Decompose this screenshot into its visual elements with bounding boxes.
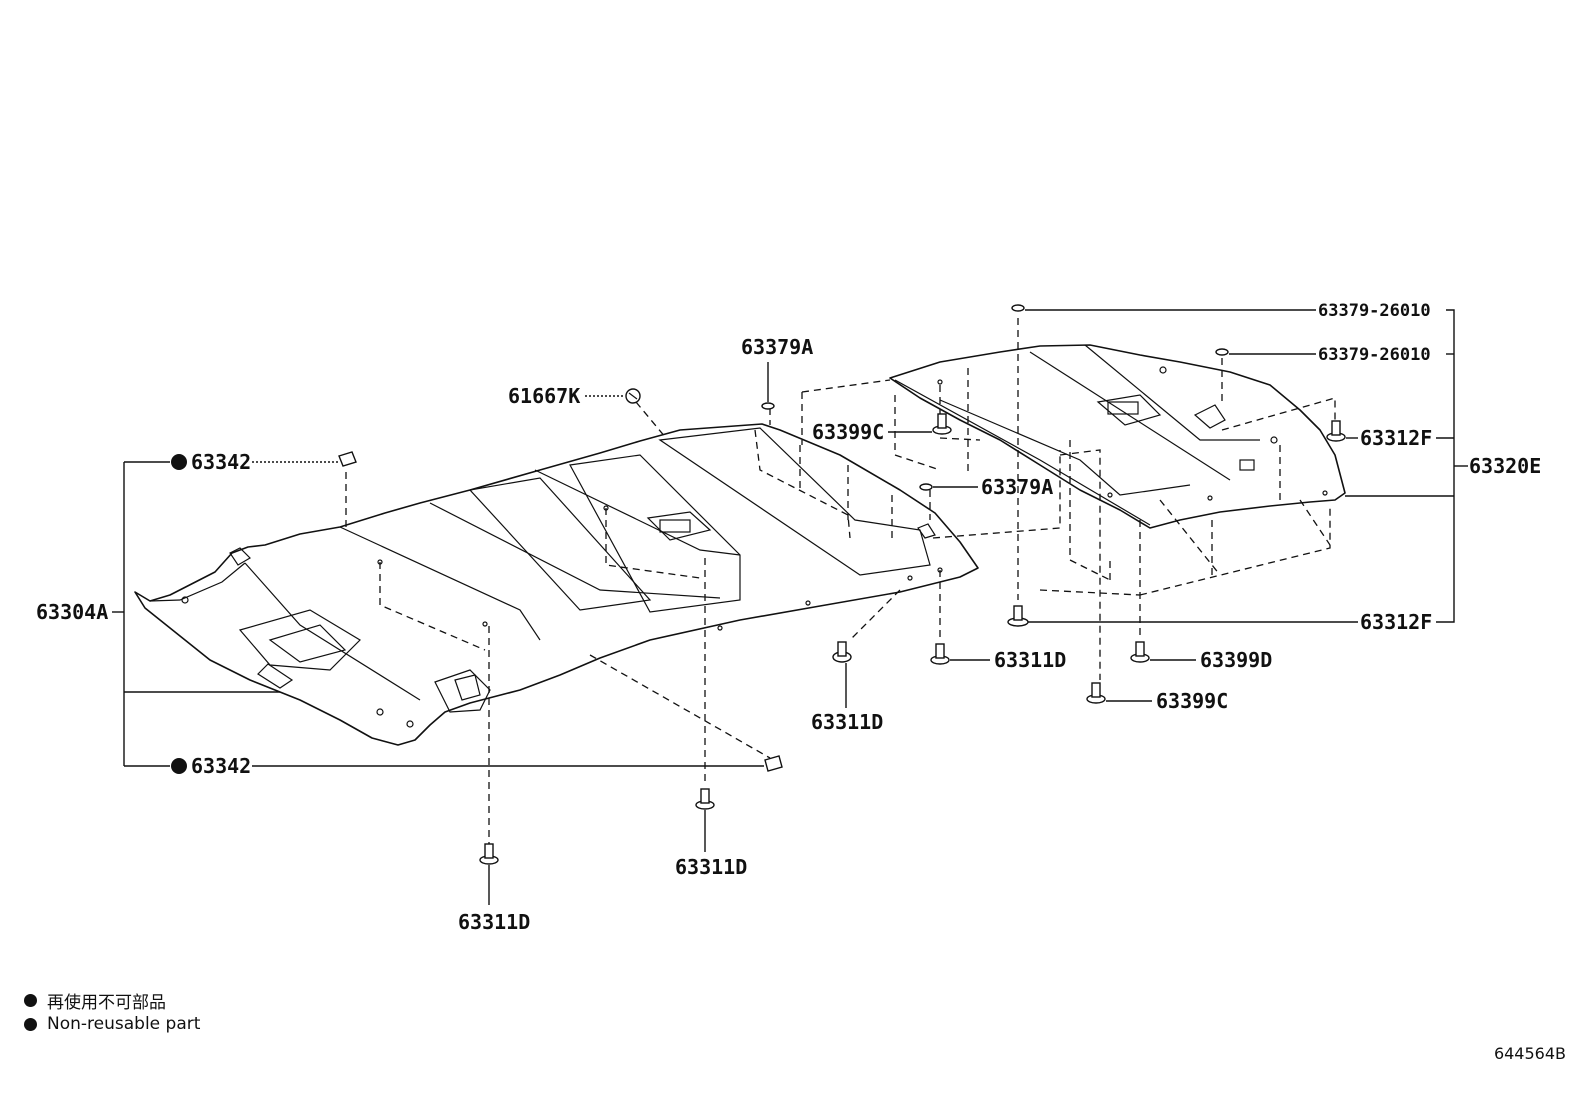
part-label-63311d-b: 63311D bbox=[458, 910, 530, 934]
legend-en-text: Non-reusable part bbox=[47, 1014, 201, 1034]
rear-headliner-panel bbox=[889, 344, 1346, 529]
part-label-63379-26010-b: 63379-26010 bbox=[1318, 345, 1431, 365]
part-label-61667k: 61667K bbox=[508, 384, 580, 408]
fasteners bbox=[338, 304, 1346, 865]
screw-63399c-bottom bbox=[1086, 682, 1106, 704]
reference-code: 644564B bbox=[1493, 1044, 1566, 1063]
screw-63312f-bottom bbox=[1007, 605, 1029, 627]
part-label-63399d: 63399D bbox=[1200, 648, 1272, 672]
part-label-63311d-center: 63311D bbox=[811, 710, 883, 734]
part-label-63379a-mid: 63379A bbox=[981, 475, 1053, 499]
bullet-icon bbox=[24, 1017, 37, 1031]
screw-63311d-mid bbox=[930, 643, 950, 665]
non-reusable-marker bbox=[171, 454, 187, 470]
part-label-63311d-mid: 63311D bbox=[994, 648, 1066, 672]
screw-63311d-center bbox=[832, 641, 852, 663]
part-label-63304a: 63304A bbox=[36, 600, 108, 624]
legend-en: Non-reusable part bbox=[24, 1014, 200, 1034]
part-label-63342-bottom: 63342 bbox=[191, 754, 251, 778]
clip-63342-top bbox=[338, 451, 357, 467]
legend-jp: 再使用不可部品 bbox=[24, 988, 166, 1013]
part-label-63379-26010-a: 63379-26010 bbox=[1318, 301, 1431, 321]
dashed-guide-lines bbox=[345, 318, 1336, 845]
part-label-63399c-mid: 63399C bbox=[812, 420, 884, 444]
part-label-63379a-top: 63379A bbox=[741, 335, 813, 359]
part-label-63320e: 63320E bbox=[1469, 454, 1541, 478]
part-label-63312f-bottom: 63312F bbox=[1360, 610, 1432, 634]
screw-63399c-mid bbox=[932, 413, 952, 435]
screw-63312f-top bbox=[1326, 420, 1346, 442]
non-reusable-marker bbox=[171, 758, 187, 774]
clip-63342-bottom bbox=[764, 755, 783, 772]
front-headliner-panel bbox=[134, 423, 979, 746]
screw-63399d bbox=[1130, 641, 1150, 663]
screw-63311d-a bbox=[695, 788, 715, 810]
part-label-63399c-bottom: 63399C bbox=[1156, 689, 1228, 713]
part-label-63311d-a: 63311D bbox=[675, 855, 747, 879]
leader-lines bbox=[112, 309, 1468, 905]
legend-jp-text: 再使用不可部品 bbox=[47, 993, 166, 1013]
screw-63311d-b bbox=[479, 843, 499, 865]
bullet-icon bbox=[24, 994, 37, 1007]
part-label-63342-top: 63342 bbox=[191, 450, 251, 474]
part-label-63312f-top: 63312F bbox=[1360, 426, 1432, 450]
